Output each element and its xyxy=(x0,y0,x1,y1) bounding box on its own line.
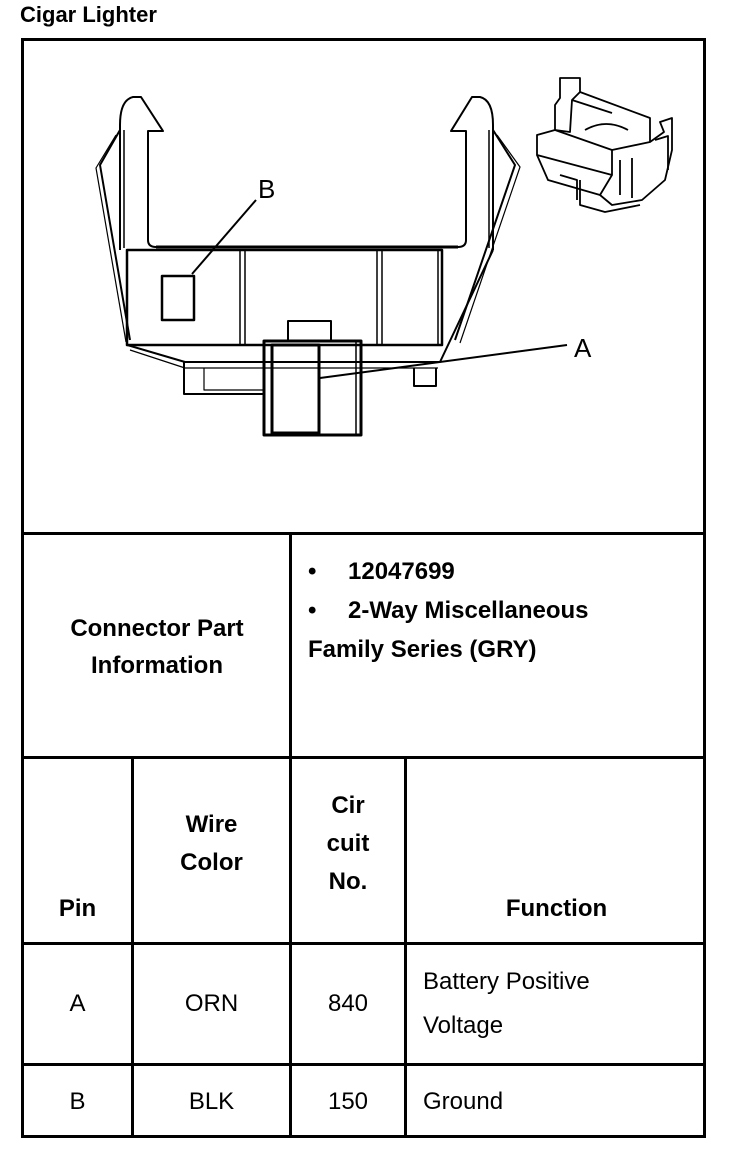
callout-a: A xyxy=(574,333,592,363)
row-b-circuit: 150 xyxy=(327,1088,369,1115)
header-wire-color: Wire Color xyxy=(134,759,289,942)
header-circuit-line-2: cuit xyxy=(326,829,370,857)
leader-line-b xyxy=(191,199,257,275)
cavity-a xyxy=(270,343,321,435)
terminal-a-housing xyxy=(262,339,363,437)
header-circuit-no: Cir cuit No. xyxy=(292,759,404,942)
right-foot xyxy=(413,368,437,387)
divider-row-a-b xyxy=(21,1063,706,1066)
row-b-pin: B xyxy=(69,1088,86,1115)
description-line-1: 2-Way Miscellaneous xyxy=(348,597,589,624)
row-b-function: Ground xyxy=(423,1088,504,1115)
header-function: Function xyxy=(407,759,706,942)
callout-b: B xyxy=(258,174,275,204)
divider-info-column xyxy=(289,532,292,759)
row-a-wire-color: ORN xyxy=(184,990,239,1017)
left-flange xyxy=(99,129,131,341)
header-pin: Pin xyxy=(24,759,131,942)
center-key xyxy=(287,320,332,342)
header-function-text: Function xyxy=(505,895,608,922)
right-latch-arm xyxy=(450,96,494,250)
divider-figure-info xyxy=(21,532,706,535)
connector-diagram: B A xyxy=(95,77,673,437)
row-a-function-line-2: Voltage xyxy=(423,1012,504,1039)
header-wire-line-2: Color xyxy=(180,848,243,876)
header-circuit-line-3: No. xyxy=(328,867,368,895)
part-number: 12047699 xyxy=(348,558,455,585)
divider-header-rows xyxy=(21,942,706,945)
divider-info-table xyxy=(21,756,706,759)
connector-part-info-list: • 12047699 • 2-Way Miscellaneous Family … xyxy=(308,552,589,669)
bullet-glyph: • xyxy=(308,558,317,585)
description-item: • 2-Way Miscellaneous xyxy=(308,591,589,630)
connector-body xyxy=(125,248,444,347)
bullet-glyph: • xyxy=(308,597,317,624)
header-circuit-line-1: Cir xyxy=(331,791,365,819)
divider-col-circuit xyxy=(404,756,407,1138)
page-title: Cigar Lighter xyxy=(20,2,157,27)
left-latch-arm xyxy=(119,96,164,250)
right-flange xyxy=(454,129,516,341)
row-a-pin: A xyxy=(69,990,86,1017)
connector-card xyxy=(21,38,706,1138)
divider-col-wire xyxy=(289,756,292,1138)
cavity-b xyxy=(160,274,196,322)
header-pin-text: Pin xyxy=(58,895,97,922)
header-wire-line-1: Wire xyxy=(185,810,238,838)
connector-part-info-label: Connector Part Information xyxy=(70,615,244,679)
leader-line-a xyxy=(319,344,568,379)
divider-col-pin xyxy=(131,756,134,1138)
row-a-circuit: 840 xyxy=(327,990,369,1017)
description-line-2: Family Series (GRY) xyxy=(308,636,537,663)
row-a-function: Battery Positive Voltage xyxy=(407,945,706,1063)
row-b-wire-color: BLK xyxy=(188,1088,235,1115)
part-number-item: • 12047699 xyxy=(308,552,589,591)
connector-face-view xyxy=(95,96,568,437)
connector-isometric-view xyxy=(536,77,673,213)
bottom-tab xyxy=(183,362,264,395)
row-a-function-line-1: Battery Positive xyxy=(423,968,590,995)
